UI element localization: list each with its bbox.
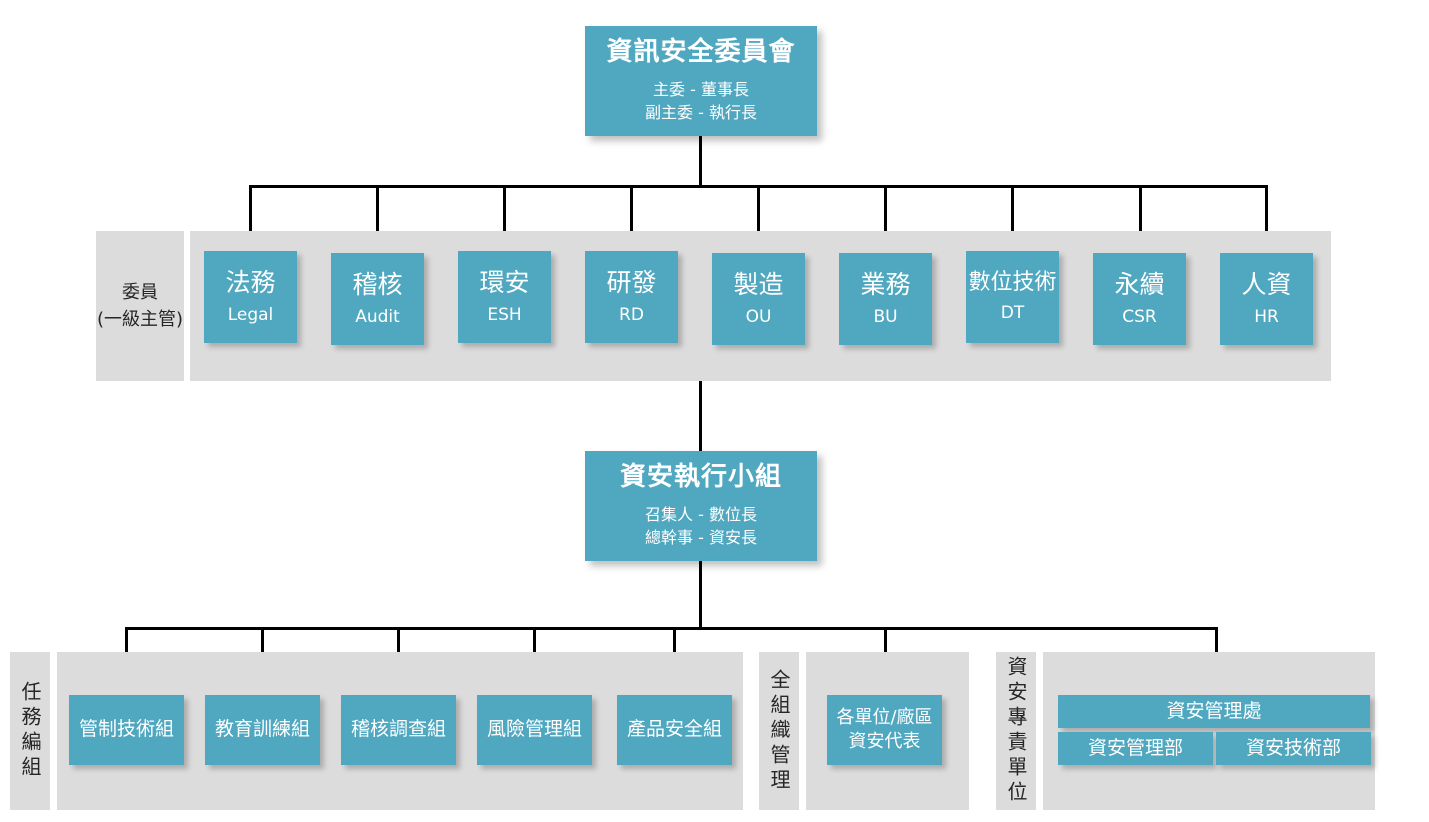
dedicated-unit-label: 資安專責單位 [996,652,1036,810]
node-label-en: BU [873,306,898,327]
node-title: 資訊安全委員會 [606,37,796,68]
node-subtitle-line-2: 總幹事 - 資安長 [645,528,757,548]
node-security-management-dept[interactable]: 資安管理部 [1058,732,1213,765]
node-task-audit-investigation[interactable]: 稽核調查組 [341,695,456,765]
node-task-education-training[interactable]: 教育訓練組 [205,695,320,765]
node-label-en: CSR [1122,306,1157,327]
node-label-cn: 風險管理組 [486,718,582,741]
node-title: 資安執行小組 [619,462,782,493]
connector-drop-esh [503,185,506,251]
committee-row-label: 委員 (一級主管) [96,231,184,381]
node-task-product-security[interactable]: 產品安全組 [617,695,732,765]
node-committee-dt[interactable]: 數位技術 DT [966,251,1059,343]
node-label-cn: 人資 [1241,270,1292,300]
node-label-en: RD [619,304,644,325]
node-committee-ou[interactable]: 製造 OU [712,253,805,345]
node-security-execution-team[interactable]: 資安執行小組 召集人 - 數位長 總幹事 - 資安長 [585,451,817,561]
node-security-technology-dept[interactable]: 資安技術部 [1216,732,1371,765]
node-label-cn: 製造 [733,270,784,300]
node-label-cn-line-1: 各單位/廠區 [836,706,933,728]
node-label-cn: 法務 [225,268,276,298]
connector-drop-rd [630,185,633,251]
connector-top-to-bus [699,136,702,186]
node-label-cn: 產品安全組 [626,718,722,741]
connector-drop-hr [1265,185,1268,251]
org-wide-label: 全組織管理 [759,652,799,810]
connector-mid-to-bottom-bus [699,561,702,629]
connector-drop-audit [376,185,379,251]
node-information-security-committee[interactable]: 資訊安全委員會 主委 - 董事長 副主委 - 執行長 [585,26,817,136]
node-label-cn: 環安 [479,268,530,298]
node-label-cn: 管制技術組 [78,718,174,741]
connector-drop-dt [1011,185,1014,251]
connector-drop-legal [249,185,252,251]
committee-row-label-line-1: 委員 [122,282,158,303]
node-committee-rd[interactable]: 研發 RD [585,251,678,343]
node-label-cn: 資安管理處 [1166,699,1262,722]
node-unit-plant-security-representative[interactable]: 各單位/廠區 資安代表 [827,695,942,765]
node-label-cn: 研發 [606,268,657,298]
committee-row-label-line-2: (一級主管) [96,309,184,330]
connector-band-to-mid-node [699,381,702,451]
connector-drop-ou [757,185,760,251]
node-label-cn: 稽核調查組 [350,718,446,741]
node-committee-legal[interactable]: 法務 Legal [204,251,297,343]
node-task-risk-management[interactable]: 風險管理組 [477,695,592,765]
node-security-management-division[interactable]: 資安管理處 [1058,695,1370,728]
node-subtitle: 召集人 - 數位長 總幹事 - 資安長 [645,503,757,549]
node-committee-audit[interactable]: 稽核 Audit [331,253,424,345]
node-committee-hr[interactable]: 人資 HR [1220,253,1313,345]
node-label-en: HR [1254,306,1279,327]
node-label-cn: 資安技術部 [1245,736,1341,759]
node-subtitle: 主委 - 董事長 副主委 - 執行長 [645,78,757,124]
node-label-cn: 永續 [1114,270,1165,300]
node-label-en: Legal [227,304,274,325]
node-committee-csr[interactable]: 永續 CSR [1093,253,1186,345]
connector-drop-bu [884,185,887,251]
node-label-cn-line-2: 資安代表 [848,731,921,752]
node-label-cn: 稽核 [352,270,403,300]
node-committee-bu[interactable]: 業務 BU [839,253,932,345]
connector-drop-csr [1139,185,1142,251]
node-task-control-tech[interactable]: 管制技術組 [69,695,184,765]
node-subtitle-line-1: 主委 - 董事長 [653,80,749,100]
dedicated-unit-band [1043,652,1375,810]
node-label-en: ESH [487,304,522,325]
node-label-en: OU [745,306,772,327]
node-label-cn: 教育訓練組 [214,718,310,741]
node-subtitle-line-1: 召集人 - 數位長 [645,505,757,525]
node-label-en: Audit [355,306,400,327]
node-subtitle-line-2: 副主委 - 執行長 [645,103,757,123]
node-label-cn: 數位技術 [968,270,1057,296]
node-committee-esh[interactable]: 環安 ESH [458,251,551,343]
node-label-cn: 資安管理部 [1087,736,1183,759]
connector-bottom-bus [125,627,1217,630]
node-label-en: DT [1000,303,1025,324]
task-group-label: 任務編組 [10,652,50,810]
node-label-cn: 業務 [860,270,911,300]
